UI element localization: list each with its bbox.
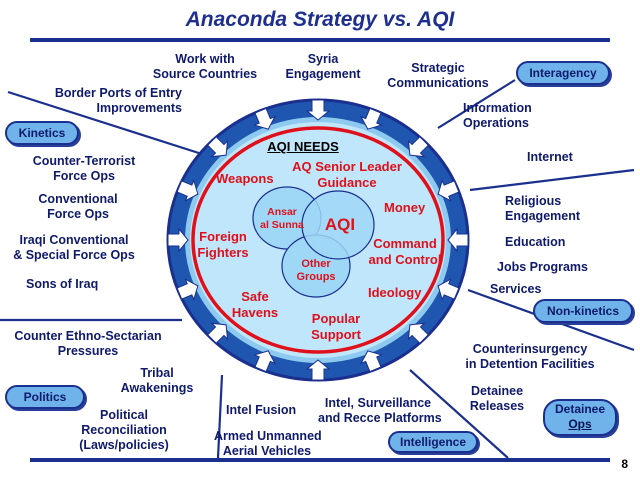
inward-arrow: [305, 359, 331, 381]
label-services: Services: [490, 282, 542, 296]
divider-interagency: [437, 79, 516, 129]
label-strategic-comm: Strategic Communications: [387, 61, 489, 90]
label-counter-ethno: Counter Ethno-Sectarian Pressures: [14, 329, 162, 358]
pill-detainee-ops: Detainee Ops: [543, 399, 617, 436]
label-counter-terrorist: Counter-Terrorist Force Ops: [32, 154, 136, 183]
venn-aqi: AQI: [324, 215, 356, 234]
inward-arrow: [176, 278, 199, 301]
label-work-with-source: Work with Source Countries: [152, 52, 258, 81]
inward-arrow: [253, 350, 277, 373]
top-rule: [30, 38, 610, 42]
need-command: Command and Control: [368, 236, 442, 267]
inward-arrow: [437, 278, 460, 301]
inward-arrow: [407, 136, 430, 158]
inward-arrow: [253, 107, 277, 130]
pill-non-kinetics: Non-kinetics: [533, 299, 633, 323]
label-info-ops: Information Operations: [463, 101, 532, 130]
label-syria: Syria Engagement: [285, 52, 361, 81]
label-tribal: Tribal Awakenings: [120, 366, 194, 395]
need-safe: Safe Havens: [231, 289, 279, 320]
inward-arrow: [447, 227, 469, 253]
divider-detainee: [409, 369, 509, 459]
inward-arrow: [176, 179, 199, 202]
need-popular: Popular Support: [311, 311, 361, 342]
bottom-rule: [30, 458, 610, 462]
pill-intelligence: Intelligence: [388, 431, 478, 453]
need-foreign: Foreign Fighters: [197, 229, 249, 260]
label-armed-unmanned: Armed Unmanned Aerial Vehicles: [214, 429, 322, 458]
inward-arrow: [359, 107, 383, 130]
label-conventional: Conventional Force Ops: [38, 192, 118, 221]
label-iraqi-conventional: Iraqi Conventional & Special Force Ops: [13, 233, 135, 262]
pill-politics: Politics: [5, 385, 85, 409]
need-ideology: Ideology: [368, 285, 422, 300]
need-weapons: Weapons: [216, 171, 274, 186]
need-aq-leader: AQ Senior Leader Guidance: [292, 159, 402, 190]
label-education: Education: [505, 235, 566, 249]
label-counterinsurgency: Counterinsurgency in Detention Facilitie…: [465, 342, 595, 371]
need-money: Money: [384, 200, 426, 215]
venn-ansar: Ansar al Sunna: [260, 206, 304, 231]
divider-intelligence: [216, 374, 224, 459]
label-religious: Religious Engagement: [505, 194, 581, 223]
venn-other-groups: Other Groups: [296, 258, 336, 283]
inward-arrow: [407, 322, 430, 344]
inward-arrows: [167, 99, 469, 381]
inward-arrow: [167, 227, 189, 253]
inward-arrow: [206, 136, 229, 158]
label-jobs: Jobs Programs: [497, 260, 589, 274]
aqi-circle: [301, 190, 375, 260]
divider-nonkinetics-upper: [469, 168, 635, 192]
label-sons-of-iraq: Sons of Iraq: [26, 277, 99, 291]
needs-heading: AQI NEEDS: [267, 139, 339, 154]
page-number: 8: [621, 457, 628, 471]
label-intel-fusion: Intel Fusion: [226, 403, 297, 417]
divider-kinetics: [7, 90, 206, 157]
inward-arrow: [437, 179, 460, 202]
label-political: Political Reconciliation (Laws/policies): [79, 408, 169, 452]
inward-arrow: [206, 322, 229, 344]
label-border-ports: Border Ports of Entry Improvements: [54, 86, 182, 115]
label-internet: Internet: [527, 150, 573, 164]
label-detainee-releases: Detainee Releases: [469, 384, 525, 413]
inward-arrow: [359, 350, 383, 373]
inward-arrow: [305, 99, 331, 121]
label-intel-surveillance: Intel, Surveillance and Recce Platforms: [318, 396, 442, 425]
pill-interagency: Interagency: [516, 61, 610, 85]
pill-kinetics: Kinetics: [5, 121, 79, 145]
slide-title: Anaconda Strategy vs. AQI: [185, 8, 455, 31]
red-ring: [191, 126, 445, 354]
